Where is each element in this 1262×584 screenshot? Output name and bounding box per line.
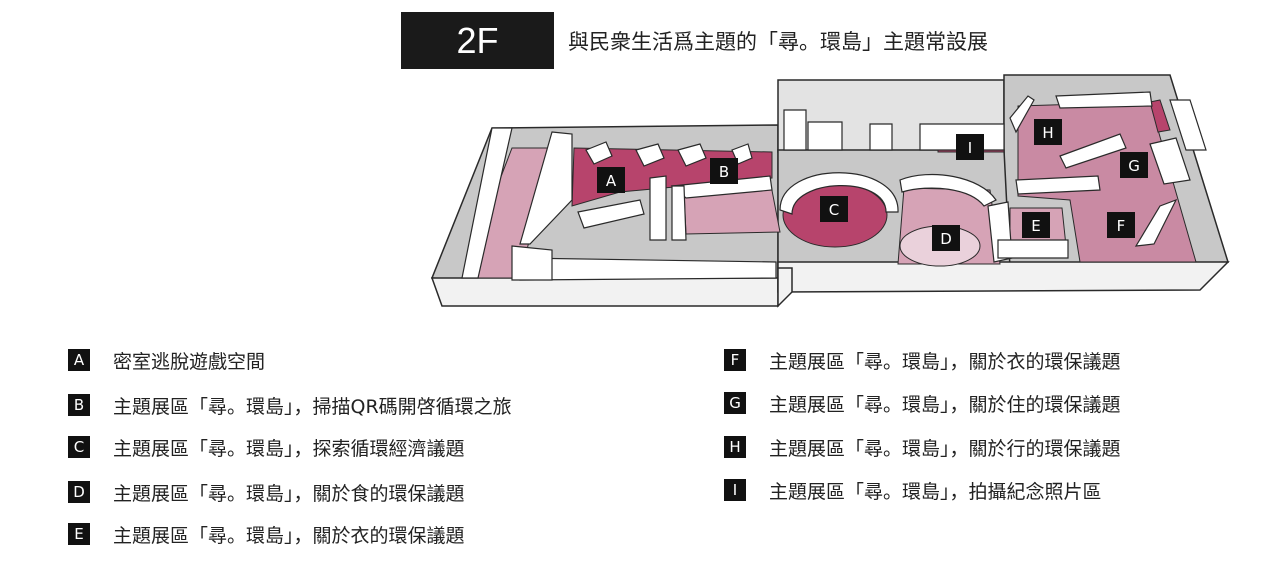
legend-key: I: [724, 479, 746, 501]
legend-item: H 主題展區「尋。環島」，關於行的環保議題: [724, 435, 1121, 460]
legend-key: D: [68, 481, 90, 503]
legend-item: B 主題展區「尋。環島」，掃描QR碼開啓循環之旅: [68, 393, 512, 418]
svg-text:F: F: [1117, 217, 1126, 235]
legend-item: G 主題展區「尋。環島」，關於住的環保議題: [724, 391, 1121, 416]
svg-text:G: G: [1128, 157, 1140, 175]
zone-label-b: B: [710, 158, 738, 184]
zone-label-e: E: [1022, 212, 1050, 238]
legend-item: A 密室逃脫遊戲空間: [68, 348, 266, 373]
legend-text: 主題展區「尋。環島」，探索循環經濟議題: [113, 437, 465, 460]
legend-key: G: [724, 392, 746, 414]
floor-title: 與民衆生活爲主題的「尋。環島」主題常設展: [568, 30, 988, 54]
svg-text:I: I: [968, 139, 972, 157]
zone-label-g: G: [1120, 152, 1148, 178]
legend-key: C: [68, 436, 90, 458]
legend-item: C 主題展區「尋。環島」，探索循環經濟議題: [68, 435, 465, 460]
legend-text: 主題展區「尋。環島」，關於衣的環保議題: [113, 524, 465, 547]
svg-text:C: C: [829, 201, 839, 219]
legend-key: E: [68, 523, 90, 545]
zone-label-h: H: [1034, 119, 1062, 145]
zone-label-i: I: [956, 134, 984, 160]
zone-labels: A B C D E F G H: [597, 119, 1148, 251]
legend-text: 主題展區「尋。環島」，拍攝紀念照片區: [769, 480, 1102, 503]
legend-text: 主題展區「尋。環島」，關於住的環保議題: [769, 393, 1121, 416]
legend-key: F: [724, 349, 746, 371]
svg-text:H: H: [1042, 124, 1053, 142]
legend-item: F 主題展區「尋。環島」，關於衣的環保議題: [724, 348, 1121, 373]
svg-text:E: E: [1031, 217, 1040, 235]
zone-label-a: A: [597, 167, 625, 193]
legend-text: 密室逃脫遊戲空間: [113, 350, 266, 373]
svg-text:B: B: [719, 163, 729, 181]
svg-text:A: A: [606, 172, 617, 190]
legend-text: 主題展區「尋。環島」，關於行的環保議題: [769, 437, 1121, 460]
legend-item: D 主題展區「尋。環島」，關於食的環保議題: [68, 480, 465, 505]
zone-label-f: F: [1107, 212, 1135, 238]
legend-text: 主題展區「尋。環島」，掃描QR碼開啓循環之旅: [113, 395, 512, 418]
legend-text: 主題展區「尋。環島」，關於食的環保議題: [113, 482, 465, 505]
legend-key: A: [68, 349, 90, 371]
legend-text: 主題展區「尋。環島」，關於衣的環保議題: [769, 350, 1121, 373]
svg-text:D: D: [940, 230, 952, 248]
legend-item: I 主題展區「尋。環島」，拍攝紀念照片區: [724, 478, 1102, 503]
floor-badge: 2F: [401, 12, 554, 69]
walls: [461, 91, 1207, 281]
legend-key: H: [724, 436, 746, 458]
legend-key: B: [68, 394, 90, 416]
floor-number: 2F: [456, 19, 499, 61]
legend-item: E 主題展區「尋。環島」，關於衣的環保議題: [68, 522, 465, 547]
zone-label-c: C: [820, 196, 848, 222]
zone-label-d: D: [932, 225, 960, 251]
